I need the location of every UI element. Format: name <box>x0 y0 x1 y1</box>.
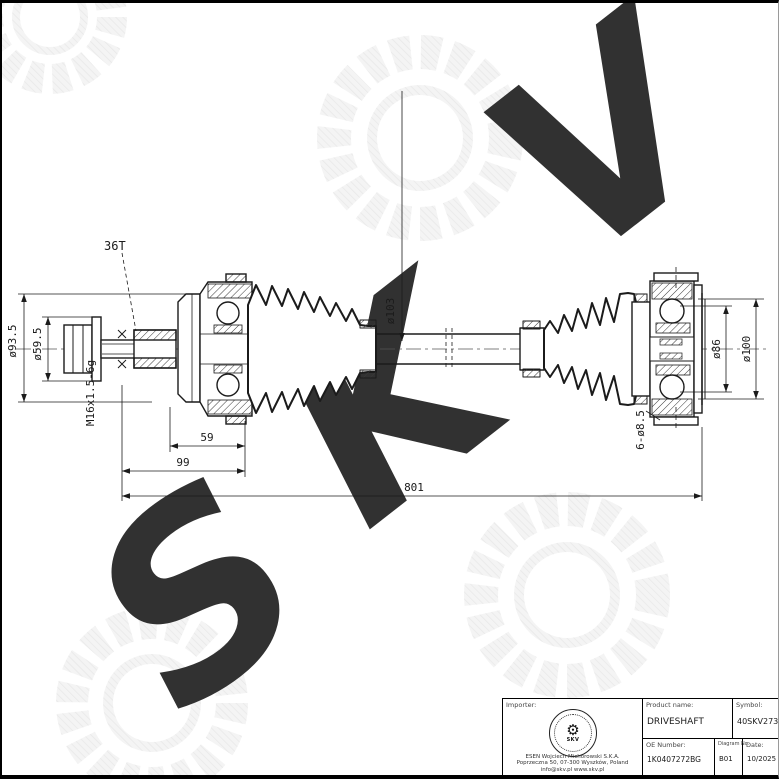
product-cell: Product name: DRIVESHAFT <box>643 699 733 739</box>
importer-web: info@skv.pl www.skv.pl <box>540 766 605 773</box>
inner-boot <box>247 284 377 414</box>
dim-washer-diameter: ø59.5 <box>31 327 44 360</box>
inner-cv-joint <box>117 273 253 425</box>
dim-bolt-circle-diameter: ø86 <box>710 339 723 359</box>
diagram-no-cell: Diagram No. B01 <box>715 739 749 775</box>
dim-bolt-holes: 6-ø8.5 <box>634 410 647 450</box>
outer-cv-joint <box>631 267 706 431</box>
dim-overall-length: 801 <box>404 481 424 494</box>
oe-number-label: OE Number: <box>646 741 686 749</box>
symbol-value: 40SKV273 <box>737 717 779 726</box>
technical-drawing: S K V <box>2 3 777 775</box>
skv-logo-ring: ⚙ SKV <box>554 714 592 752</box>
dimension-lines <box>18 91 764 501</box>
title-block: Importer: ⚙ SKV ESEN Wojciech Michorowsk… <box>502 698 779 775</box>
dim-joint-outer-diameter: ø100 <box>740 336 753 363</box>
dim-spline-length: 59 <box>200 431 213 444</box>
diagram-no-label: Diagram No. <box>718 741 750 747</box>
dim-flange-diameter: ø93.5 <box>6 324 19 357</box>
dim-boot-diameter: ø103 <box>384 298 397 325</box>
product-label: Product name: <box>646 701 694 709</box>
gear-icon <box>2 3 670 775</box>
date-label: Date: <box>746 741 764 749</box>
importer-cell: Importer: ⚙ SKV ESEN Wojciech Michorowsk… <box>503 699 643 775</box>
symbol-label: Symbol: <box>736 701 763 709</box>
importer-address-block: ESEN Wojciech Michorowski S.K.A. Poprzec… <box>505 754 640 774</box>
dim-thread-spec: M16x1.5-6g <box>84 360 97 426</box>
date-cell: Date: 10/2025 <box>743 739 778 775</box>
importer-label: Importer: <box>506 701 537 709</box>
hub-bolt <box>63 316 138 382</box>
importer-name: ESEN Wojciech Michorowski S.K.A. <box>525 753 620 760</box>
product-value: DRIVESHAFT <box>647 717 704 727</box>
skv-logo: ⚙ SKV <box>549 709 597 757</box>
importer-address: Poprzeczna 50, 07-300 Wyszków, Poland <box>516 760 629 766</box>
symbol-cell: Symbol: 40SKV273 <box>733 699 779 739</box>
oe-number-value: 1K0407272BG <box>647 755 701 764</box>
date-value: 10/2025 <box>747 755 777 763</box>
oe-number-cell: OE Number: 1K0407272BG <box>643 739 715 775</box>
skv-logo-text: SKV <box>566 737 580 743</box>
diagram-no-value: B01 <box>719 755 733 763</box>
gear-icon: ⚙ <box>566 721 580 739</box>
dim-spline-count: 36T <box>104 239 126 253</box>
outer-boot <box>519 292 637 406</box>
dim-stub-length: 99 <box>176 456 189 469</box>
watermark-letter-v: V <box>438 3 777 314</box>
